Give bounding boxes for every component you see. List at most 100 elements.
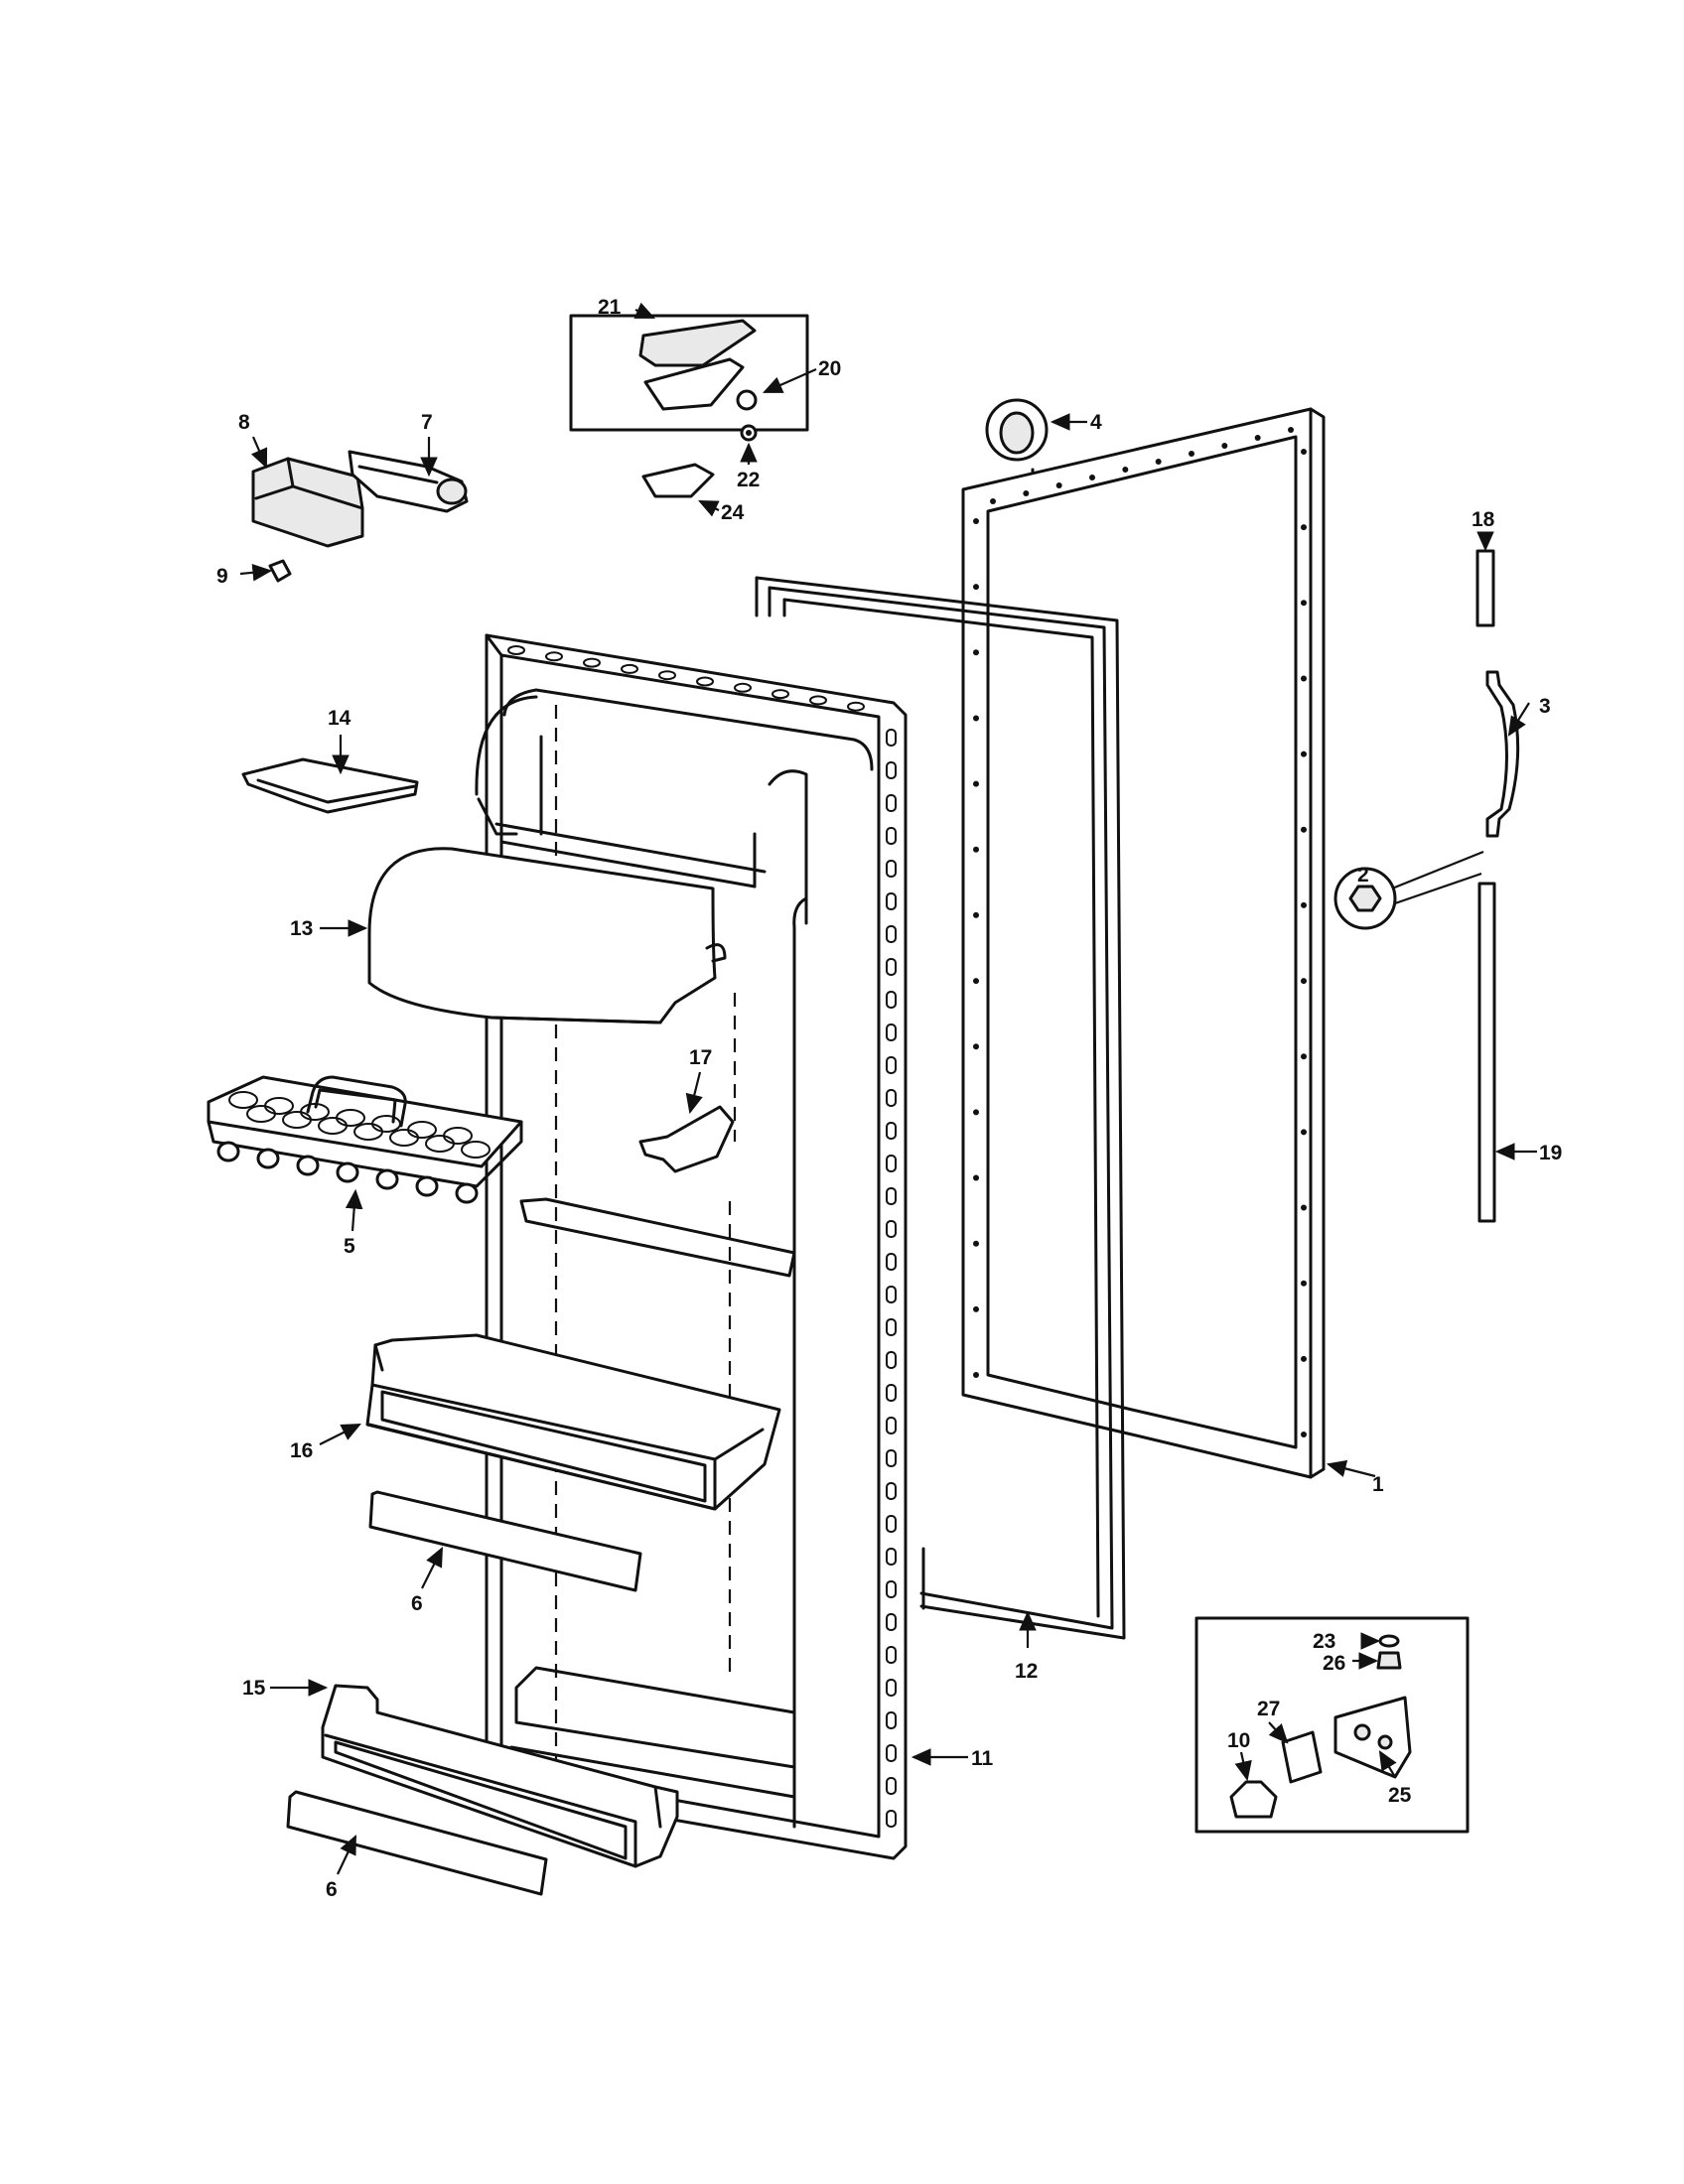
frame-hole — [1023, 490, 1030, 496]
frame-hole — [1301, 524, 1307, 531]
frame-hole — [973, 715, 979, 722]
frame-hole — [1055, 482, 1062, 488]
egg-tray-5 — [207, 1075, 523, 1188]
liner-dimple — [886, 1056, 897, 1074]
liner-dimple — [886, 1646, 897, 1664]
liner-dimple — [886, 1187, 897, 1205]
liner-dimple — [886, 892, 897, 910]
egg-cup — [228, 1091, 258, 1109]
label-12: 12 — [1015, 1660, 1038, 1683]
egg-cup-bottom — [336, 1161, 359, 1183]
liner-dimple — [886, 1580, 897, 1598]
frame-hole — [1301, 600, 1307, 607]
frame-hole — [1301, 1432, 1307, 1437]
frame-hole — [1301, 1204, 1307, 1211]
label-23: 23 — [1313, 1630, 1335, 1653]
liner-dimple — [886, 991, 897, 1009]
frame-hole — [973, 780, 979, 787]
label-4: 4 — [1090, 411, 1102, 434]
liner-dimple — [886, 827, 897, 845]
egg-cup — [282, 1111, 312, 1129]
label-21: 21 — [598, 296, 622, 319]
frame-hole — [973, 1240, 979, 1247]
egg-cup — [461, 1141, 491, 1159]
hinge-bracket-25 — [1333, 1696, 1412, 1779]
liner-dimple — [886, 1777, 897, 1795]
frame-hole — [1122, 467, 1129, 473]
leader-lines — [239, 302, 1537, 1875]
liner-dimple — [886, 1155, 897, 1172]
label-3: 3 — [1539, 695, 1551, 718]
frame-hole — [973, 1109, 979, 1116]
liner-dimple — [886, 1449, 897, 1467]
frame-hole — [973, 1372, 979, 1378]
liner-dimple — [886, 729, 897, 747]
outer-door-panel-1 — [961, 407, 1326, 1479]
label-8: 8 — [238, 411, 250, 434]
egg-cup-bottom — [455, 1182, 479, 1204]
door-bin-15 — [321, 1684, 679, 1868]
egg-cup — [389, 1129, 419, 1147]
bracket-17 — [638, 1105, 735, 1173]
liner-dimple — [886, 1548, 897, 1566]
screw-2 — [1333, 850, 1484, 930]
liner-dimple — [886, 1613, 897, 1631]
label-22: 22 — [737, 469, 760, 491]
label-26: 26 — [1323, 1652, 1345, 1675]
frame-hole — [1301, 826, 1307, 833]
frame-hole — [1288, 427, 1294, 433]
handle-parts — [1475, 549, 1520, 1223]
label-9: 9 — [216, 565, 228, 588]
frame-hole — [1301, 1355, 1307, 1362]
liner-dimple — [886, 761, 897, 779]
shim-27 — [1281, 1730, 1323, 1784]
liner-dimple — [886, 1744, 897, 1762]
liner-dimple — [886, 925, 897, 943]
label-14: 14 — [328, 707, 351, 730]
frame-hole — [973, 518, 979, 524]
liner-dimple — [886, 958, 897, 976]
handle-3 — [1485, 670, 1520, 838]
label-15: 15 — [242, 1677, 266, 1700]
frame-hole — [973, 978, 979, 985]
label-17: 17 — [689, 1046, 712, 1069]
liner-dimple — [809, 695, 827, 706]
liner-dimple — [772, 689, 789, 700]
trim-strip-6-upper — [368, 1490, 642, 1592]
label-25: 25 — [1388, 1784, 1412, 1807]
liner-dimple — [886, 1220, 897, 1238]
frame-holes — [973, 427, 1307, 1437]
liner-dimple — [886, 1711, 897, 1729]
label-7: 7 — [421, 411, 433, 434]
liner-dimple — [847, 701, 865, 712]
egg-cup — [353, 1123, 383, 1141]
frame-hole — [1221, 443, 1228, 449]
top-hinge-inset — [569, 314, 809, 498]
frame-hole — [1301, 751, 1307, 757]
liner-dimple — [886, 1024, 897, 1041]
frame-hole — [973, 1043, 979, 1050]
bracket-10 — [1229, 1780, 1278, 1819]
label-6-lower: 6 — [326, 1878, 338, 1901]
liner-dimple — [507, 645, 525, 655]
liner-dimple — [621, 663, 638, 674]
frame-hole — [990, 498, 996, 504]
label-5: 5 — [344, 1235, 355, 1258]
liner-dimple — [734, 682, 752, 693]
liner-dimple — [886, 1318, 897, 1336]
frame-hole — [1301, 901, 1307, 908]
liner-dimple — [886, 1482, 897, 1500]
egg-cup-bottom — [216, 1141, 240, 1162]
liner-dimple — [886, 1253, 897, 1271]
label-11: 11 — [971, 1747, 994, 1770]
liner-dimples — [507, 645, 897, 1828]
egg-cup — [318, 1117, 348, 1135]
frame-hole — [973, 911, 979, 918]
liner-dimple — [886, 860, 897, 878]
egg-cup — [425, 1135, 455, 1153]
frame-hole — [1089, 475, 1095, 480]
frame-hole — [973, 846, 979, 853]
label-1: 1 — [1372, 1473, 1384, 1496]
trim-strip-6-lower — [286, 1790, 548, 1896]
